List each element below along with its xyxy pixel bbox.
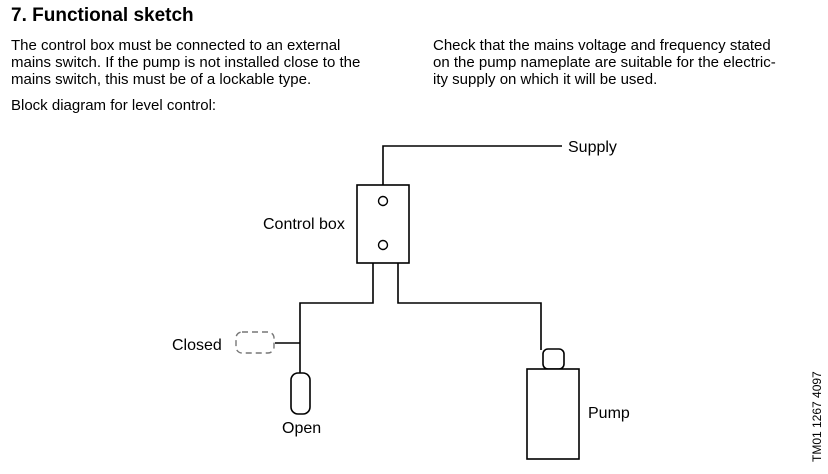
paragraph-line: on the pump nameplate are suitable for t…: [433, 54, 776, 71]
pump-icon: [526, 368, 580, 460]
pump-cable-entry-icon: [542, 348, 565, 370]
open-label: Open: [282, 420, 321, 437]
paragraph-line: Check that the mains voltage and frequen…: [433, 37, 771, 54]
section-heading: 7. Functional sketch: [11, 5, 194, 26]
voltage-check-paragraph: Check that the mains voltage and frequen…: [433, 37, 776, 88]
paragraph-line: mains switch. If the pump is not install…: [11, 54, 361, 71]
paragraph-line: ity supply on which it will be used.: [433, 71, 658, 88]
control-box-label: Control box: [263, 216, 345, 233]
paragraph-line: The control box must be connected to an …: [11, 37, 341, 54]
block-diagram-caption: Block diagram for level control:: [11, 97, 217, 114]
paragraph-line: mains switch, this must be of a lockable…: [11, 71, 312, 88]
drawing-code: TM01 1267 4097: [810, 371, 824, 462]
supply-line: [382, 145, 562, 185]
supply-label: Supply: [568, 139, 617, 156]
pump-cable: [397, 263, 542, 350]
float-switch-closed-icon: [235, 331, 275, 354]
level-switch-cable: [299, 263, 374, 373]
float-switch-open-icon: [290, 372, 311, 415]
mains-switch-paragraph: The control box must be connected to an …: [11, 37, 360, 88]
pump-label: Pump: [588, 405, 630, 422]
control-box-terminal: [377, 195, 389, 207]
closed-label: Closed: [172, 337, 222, 354]
control-box-terminal: [377, 239, 389, 251]
